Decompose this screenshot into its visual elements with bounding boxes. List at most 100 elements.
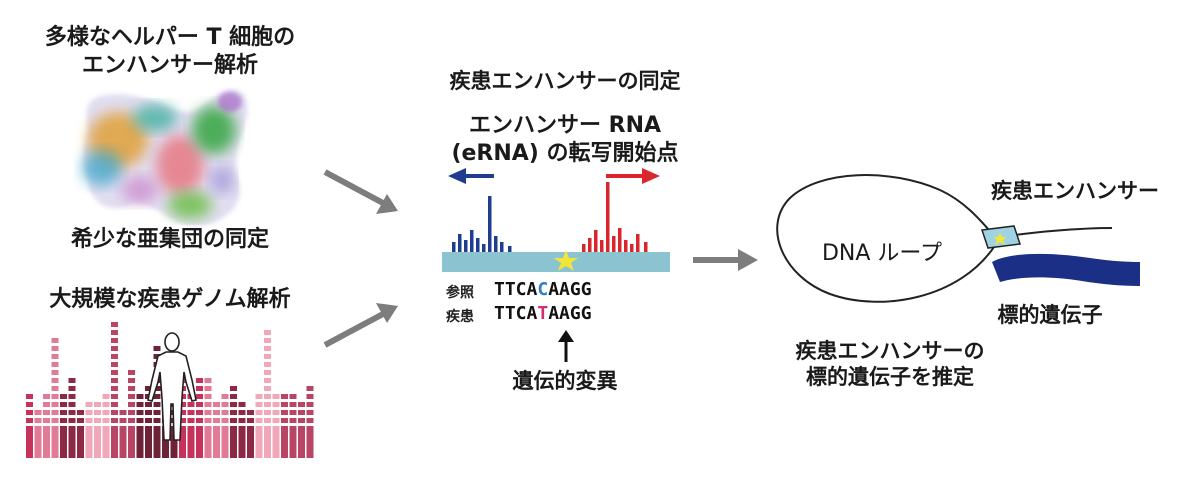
variant-base: T [537, 303, 549, 324]
manhattan-dot [179, 418, 186, 423]
manhattan-dot [264, 370, 271, 375]
blue-peak [464, 240, 468, 252]
disease-label: 疾患 [446, 309, 474, 325]
ref-base: C [537, 279, 549, 300]
manhattan-dot [196, 378, 203, 383]
manhattan-dot [77, 410, 84, 415]
manhattan-dot [306, 386, 314, 391]
gwas-label: 大規模な疾患ゲノム解析 [49, 287, 291, 312]
manhattan-dot [68, 378, 76, 383]
manhattan-base [187, 428, 195, 458]
manhattan-dot [26, 410, 33, 415]
red-peak [582, 244, 586, 252]
rare-subset-label: 希少な亜集団の同定 [70, 227, 269, 252]
manhattan-dot [213, 402, 220, 407]
manhattan-base [272, 428, 280, 458]
manhattan-dot [51, 402, 59, 407]
manhattan-base [26, 428, 33, 458]
manhattan-dot [264, 378, 271, 383]
manhattan-dot [60, 394, 67, 399]
manhattan-dot [111, 418, 118, 423]
manhattan-dot [102, 418, 110, 423]
manhattan-base [77, 428, 84, 458]
manhattan-dot [43, 410, 50, 415]
manhattan-base [238, 428, 246, 458]
ref-seq-after: AAGG [548, 279, 592, 300]
manhattan-dot [204, 402, 212, 407]
manhattan-dot [213, 418, 220, 423]
manhattan-dot [281, 418, 288, 423]
manhattan-dot [119, 410, 127, 415]
manhattan-base [128, 428, 135, 458]
manhattan-dot [94, 402, 101, 407]
manhattan-dot [187, 402, 195, 407]
blue-peak [500, 242, 504, 252]
manhattan-dot [145, 386, 152, 391]
manhattan-dot [128, 410, 135, 415]
infer-line-2: 標的遺伝子を推定 [806, 365, 974, 390]
manhattan-dot [51, 362, 59, 367]
manhattan-dot [128, 370, 135, 375]
manhattan-dot [306, 418, 314, 423]
manhattan-dot [51, 370, 59, 375]
manhattan-dot [204, 410, 212, 415]
erna-blue-peaks [452, 196, 512, 252]
manhattan-dot [136, 410, 144, 415]
manhattan-dot [204, 378, 212, 383]
manhattan-dot [128, 402, 135, 407]
manhattan-dot [111, 330, 118, 335]
manhattan-base [281, 428, 288, 458]
red-peak [600, 240, 604, 252]
genetic-variant-label: 遺伝的変異 [512, 369, 618, 393]
manhattan-dot [68, 386, 76, 391]
t-cell-enhancer-analysis-title: 多様なヘルパー T 細胞の エンハンサー解析 [20, 24, 320, 79]
manhattan-base [230, 428, 237, 458]
manhattan-dot [111, 338, 118, 343]
manhattan-dot [289, 410, 297, 415]
manhattan-dot [298, 418, 305, 423]
manhattan-dot [111, 354, 118, 359]
manhattan-dot [153, 346, 161, 351]
manhattan-base [136, 428, 144, 458]
manhattan-base [179, 428, 186, 458]
dna-loop-label: DNA ループ [821, 241, 943, 266]
manhattan-dot [145, 402, 152, 407]
manhattan-dot [111, 378, 118, 383]
manhattan-dot [111, 410, 118, 415]
reference-label: 参照 [446, 285, 474, 301]
manhattan-base [119, 428, 127, 458]
red-peak [588, 238, 592, 252]
manhattan-base [85, 428, 93, 458]
manhattan-base [145, 428, 152, 458]
sense-arrow [606, 168, 660, 184]
manhattan-base [247, 428, 254, 458]
manhattan-dot [43, 418, 50, 423]
arrow-gwas-to-center [323, 303, 398, 348]
target-gene-label: 標的遺伝子 [997, 303, 1103, 327]
manhattan-dot [204, 394, 212, 399]
manhattan-dot [128, 386, 135, 391]
manhattan-dot [145, 418, 152, 423]
manhattan-base [34, 428, 42, 458]
red-peak [636, 234, 640, 252]
manhattan-dot [102, 402, 110, 407]
manhattan-dot [60, 410, 67, 415]
manhattan-base [162, 428, 169, 458]
manhattan-base [264, 428, 271, 458]
manhattan-dot [128, 418, 135, 423]
manhattan-dot [204, 418, 212, 423]
manhattan-dot [43, 402, 50, 407]
red-peak [594, 230, 598, 252]
manhattan-dot [60, 418, 67, 423]
manhattan-dot [281, 402, 288, 407]
genome-track-bar [442, 252, 670, 272]
manhattan-base [68, 428, 76, 458]
manhattan-dot [272, 418, 280, 423]
manhattan-dot [51, 338, 59, 343]
manhattan-dot [264, 402, 271, 407]
manhattan-dot [306, 410, 314, 415]
erna-tss-label: エンハンサー RNA (eRNA) の転写開始点 [425, 112, 705, 167]
manhattan-dot [264, 418, 271, 423]
manhattan-dot [255, 418, 263, 423]
